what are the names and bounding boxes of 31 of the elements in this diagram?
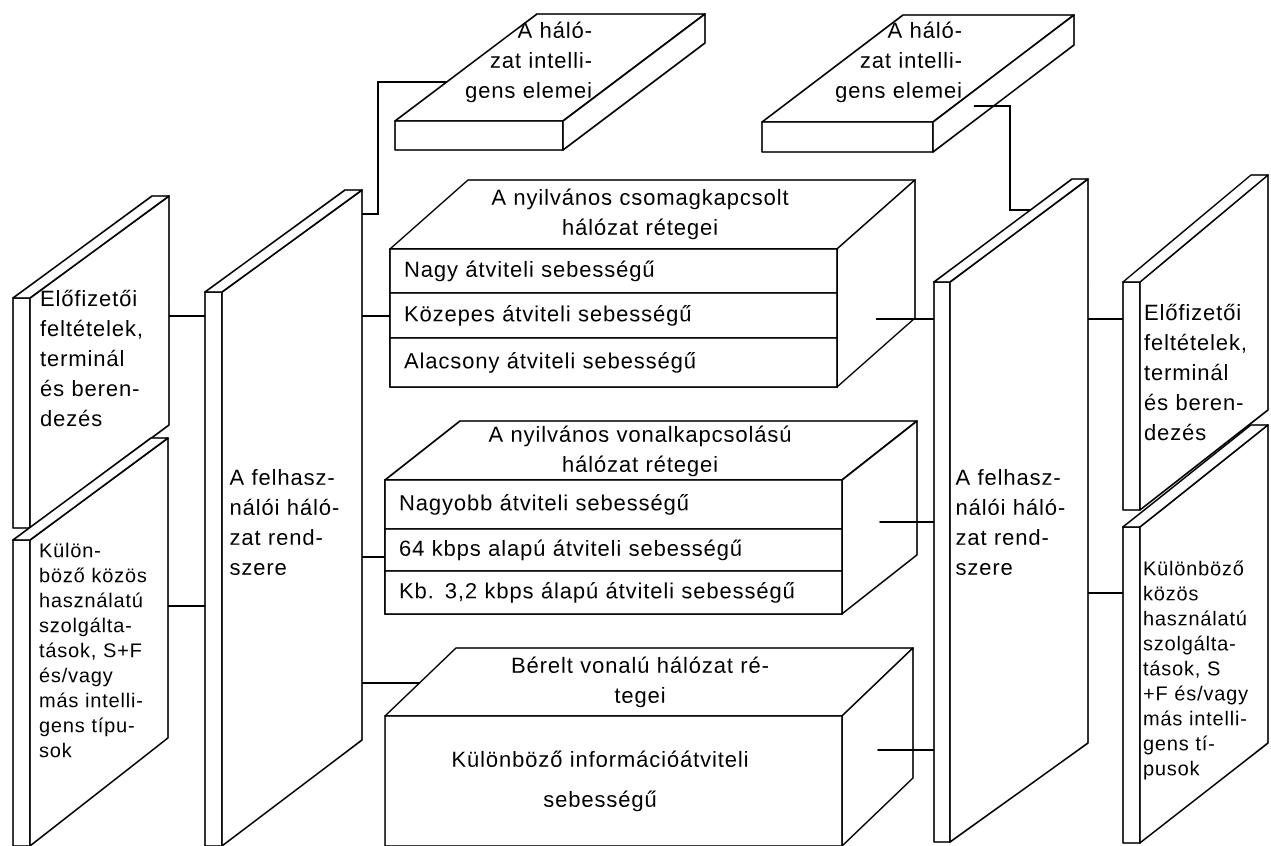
panel: A felhasz- nálói háló- zat rend- szere [933,178,1089,843]
layer-row: 64 kbps alapú átviteli sebességű [384,528,843,572]
node-label: Bérelt vonalú hálózat ré- tegei [512,656,768,708]
node-label: Külön- böző közös használatú szolgálta- tások, S+F és/vagy más intelli- gens típu- sok [39,542,147,758]
connector-line [167,605,206,607]
layer-row: Alacsony átviteli sebességű [389,337,838,388]
connector-line [1087,592,1124,594]
connector-line [878,521,935,523]
panel: Előfizetői feltételek, terminál és beren- dezés [1122,174,1269,511]
node-label: A nyilvános csomagkapcsolt hálózat rétegei [491,188,789,240]
layer-block: Bérelt vonalú hálózat ré- tegei Különböző információátviteli sebességű [384,647,914,846]
panel: A felhasz- nálói háló- zat rend- szere [204,189,363,846]
node-label: A felhasz- nálói háló- zat rend- szere [229,468,339,576]
slab: A háló- zat intelli- gens elemei [394,13,706,151]
layer-row: Nagyobb átviteli sebességű [384,479,843,530]
panel: Előfizetői feltételek, terminál és beren- dezés [12,195,170,529]
node-label: Különböző információátviteli sebességű [453,750,748,812]
connector-line [361,556,386,558]
connector-line [875,318,935,320]
layer-row: Kb. 3,2 kbps álapú átviteli sebességű [384,570,843,615]
connector-line [168,315,206,317]
connector-line [1087,318,1124,320]
node-label: A nyilvános vonalkapcsolású hálózat rétegei [488,425,791,477]
layer-row: Közepes átviteli sebességű [389,292,838,339]
slab: A háló- zat intelli- gens elemei [761,14,1075,153]
connector-line [361,682,421,684]
connector-line [361,315,391,317]
panel: Külön- böző közös használatú szolgálta- tások, S+F és/vagy más intelli- gens típu- sok [12,437,169,846]
connector-line [876,749,935,751]
connector-line [361,81,448,215]
layer-row: Nagy átviteli sebességű [389,248,838,294]
